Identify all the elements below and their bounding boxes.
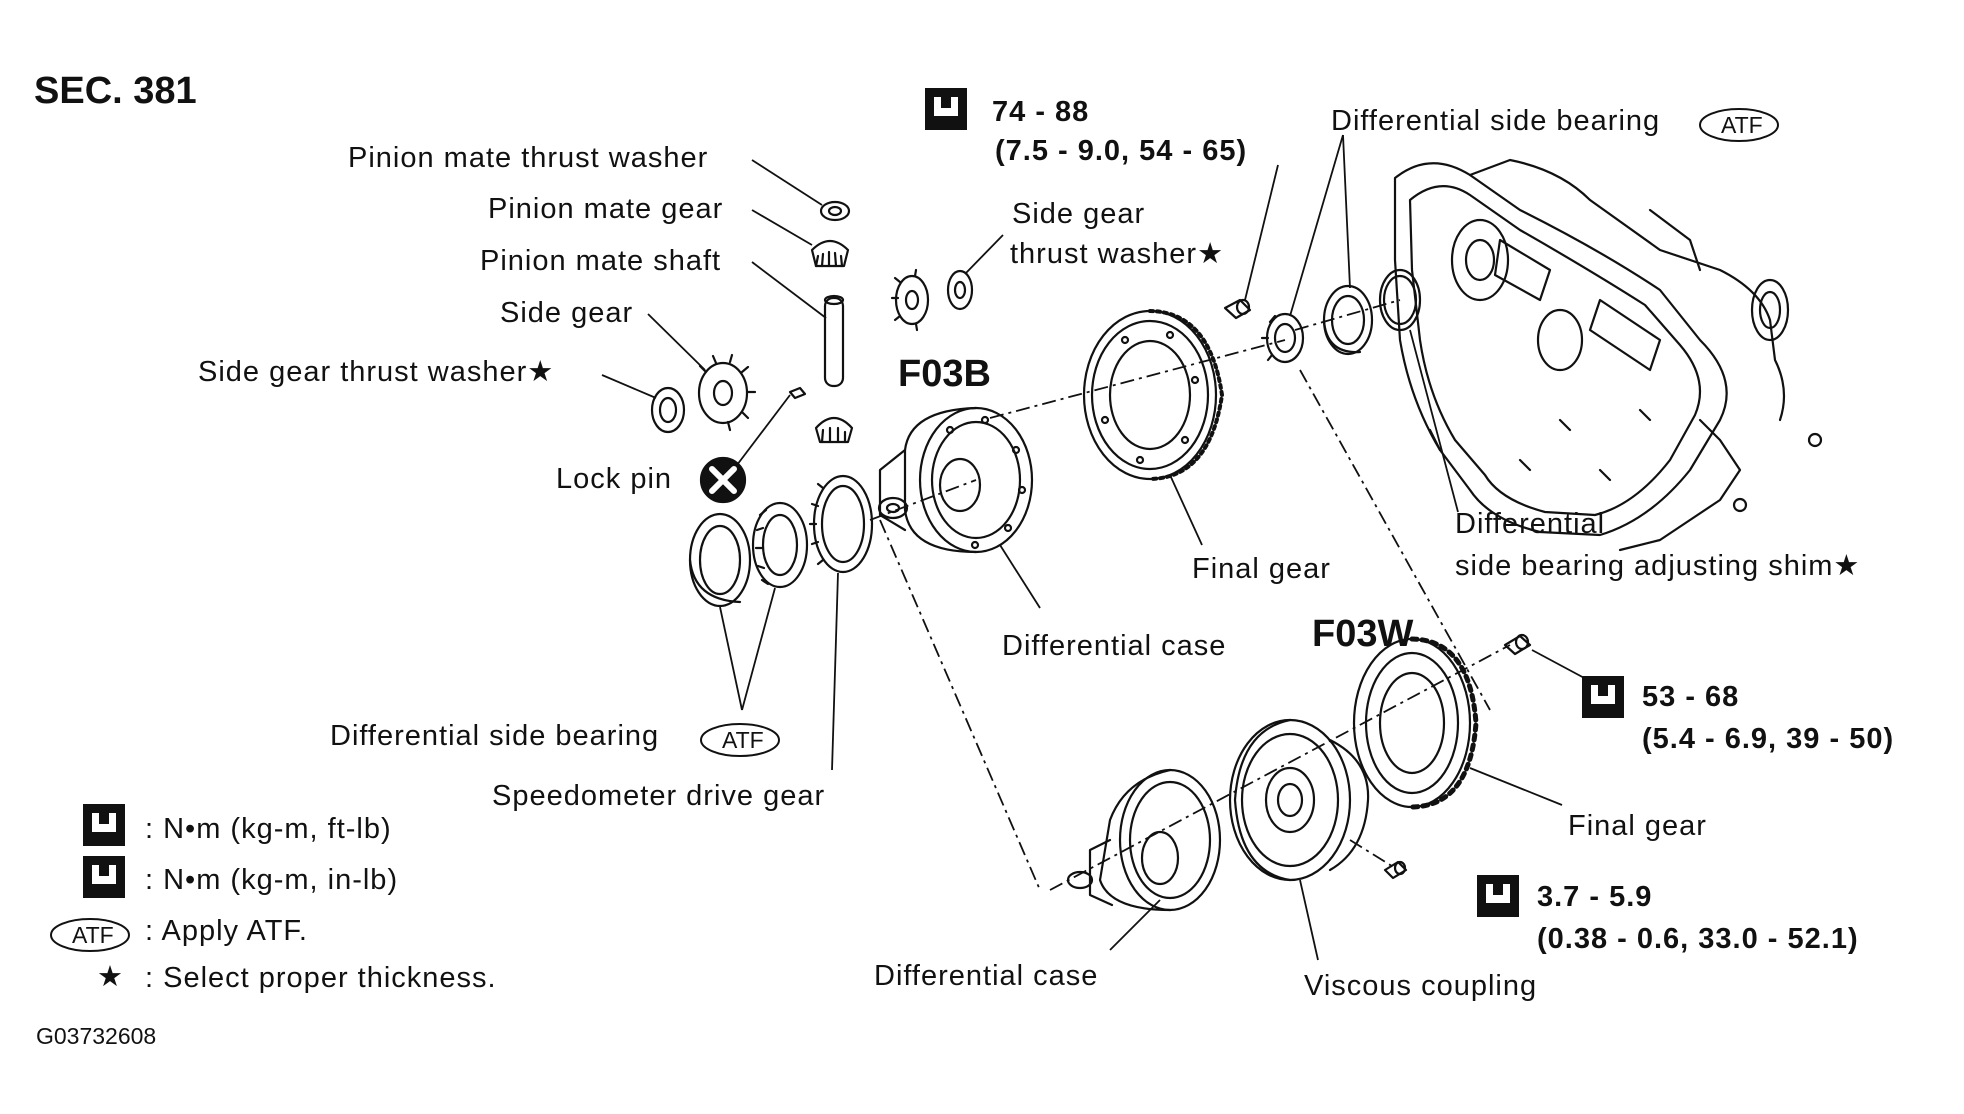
leader-diff-side-bearing-top-b	[1342, 134, 1351, 289]
label-pinion-mate-gear: Pinion mate gear	[488, 193, 724, 225]
viscous-coupling-part	[1228, 718, 1370, 882]
transaxle-housing-part	[1393, 158, 1823, 552]
label-final-gear-f03b: Final gear	[1192, 553, 1331, 585]
torque-wrench-icon-top	[925, 88, 967, 130]
label-side-gear-thrust-washer-top-2: thrust washer★	[1010, 238, 1225, 270]
side-gear-thrust-washer-part-top	[946, 269, 974, 311]
pinion-mate-gear-part	[810, 239, 850, 268]
model-f03b: F03B	[898, 353, 991, 395]
final-gear-f03w-part	[1352, 636, 1479, 810]
torque-wrench-icon-right	[1582, 676, 1624, 718]
atf-badge-left: ATF	[722, 727, 764, 753]
leader-adjusting-shim	[1409, 329, 1459, 513]
atf-badge-legend-shape	[50, 918, 130, 952]
differential-side-bearing-race-left	[688, 512, 752, 608]
link-line-f03b-to-f03w-right	[1299, 369, 1491, 711]
differential-case-f03w-part	[1066, 768, 1222, 912]
legend-atf-text: : Apply ATF.	[145, 915, 308, 947]
axis-line-f03w	[1049, 644, 1511, 891]
label-pinion-mate-thrust-washer: Pinion mate thrust washer	[348, 142, 709, 174]
atf-badge-top: ATF	[1721, 112, 1763, 138]
label-pinion-mate-shaft: Pinion mate shaft	[480, 245, 722, 277]
leader-speedometer-drive-gear	[831, 572, 839, 771]
torque-right-line2: (5.4 - 6.9, 39 - 50)	[1642, 723, 1895, 755]
legend-star-icon: ★	[97, 961, 124, 993]
atf-badge-left-shape	[700, 723, 780, 757]
leader-pinion-mate-gear	[751, 209, 813, 246]
atf-badge-top-shape	[1699, 108, 1779, 142]
atf-badge-legend: ATF	[72, 922, 114, 948]
leader-differential-case-f03b	[999, 544, 1041, 609]
leader-side-gear-thrust-washer-top	[964, 234, 1004, 275]
side-gear-part-left	[697, 353, 757, 432]
label-lock-pin: Lock pin	[556, 463, 673, 495]
label-diff-side-bearing-left: Differential side bearing	[330, 720, 660, 752]
leader-differential-case-f03w	[1109, 899, 1161, 951]
leader-pinion-mate-shaft	[751, 261, 827, 319]
torque-wrench-inlb-icon-bottom	[1477, 875, 1519, 917]
axis-line-f03b-right	[1294, 299, 1401, 331]
torque-bottom-line1: 3.7 - 5.9	[1537, 881, 1653, 913]
label-differential-case-f03b: Differential case	[1002, 630, 1227, 662]
final-gear-bolt-f03b	[1223, 298, 1252, 320]
axis-line-f03b-lower	[869, 479, 977, 521]
legend-torque-inlb-icon	[83, 856, 125, 898]
leader-pinion-mate-thrust-washer	[751, 159, 823, 206]
legend-inlb-text: : N•m (kg-m, in-lb)	[145, 864, 399, 896]
label-viscous-coupling: Viscous coupling	[1304, 970, 1538, 1002]
f03w-bolt-lower	[1383, 860, 1408, 880]
section-number: SEC. 381	[34, 70, 197, 112]
label-side-gear: Side gear	[500, 297, 634, 329]
torque-top-line2: (7.5 - 9.0, 54 - 65)	[995, 135, 1248, 167]
torque-bottom-line2: (0.38 - 0.6, 33.0 - 52.1)	[1537, 923, 1859, 955]
label-adjusting-shim-2: side bearing adjusting shim★	[1455, 550, 1861, 582]
label-speedometer-drive-gear: Speedometer drive gear	[492, 780, 826, 812]
leader-torque-right	[1531, 649, 1589, 681]
differential-case-f03b-part	[877, 406, 1034, 554]
torque-top-line1: 74 - 88	[992, 96, 1090, 128]
label-final-gear-f03w: Final gear	[1568, 810, 1707, 842]
differential-side-bearing-roller-left	[751, 501, 809, 589]
leader-diff-side-bearing-left-a	[719, 606, 743, 711]
leader-viscous-coupling	[1299, 879, 1319, 961]
leader-diff-side-bearing-left-b	[741, 587, 776, 711]
model-f03w: F03W	[1312, 613, 1414, 655]
side-gear-thrust-washer-part-left	[650, 386, 686, 434]
pinion-mate-shaft-part	[823, 294, 845, 388]
final-gear-f03b-part	[1082, 309, 1224, 481]
label-adjusting-shim-1: Differential	[1455, 508, 1606, 540]
f03w-bolt-line	[1349, 839, 1396, 869]
label-differential-case-f03w: Differential case	[874, 960, 1099, 992]
label-diff-side-bearing-top: Differential side bearing	[1331, 105, 1661, 137]
side-gear-part-top	[890, 268, 930, 332]
leader-diff-side-bearing-top-a	[1289, 134, 1344, 317]
label-side-gear-thrust-washer-left: Side gear thrust washer★	[198, 356, 555, 388]
leader-final-gear-f03b	[1169, 474, 1203, 546]
pinion-mate-thrust-washer-part	[819, 200, 851, 222]
link-line-f03b-to-f03w	[879, 519, 1041, 891]
figure-id: G03732608	[36, 1023, 157, 1049]
lock-pin-part	[788, 386, 807, 400]
label-side-gear-thrust-washer-top-1: Side gear	[1012, 198, 1146, 230]
leader-side-gear	[647, 313, 706, 371]
f03w-bolt-right	[1503, 633, 1532, 656]
torque-right-line1: 53 - 68	[1642, 681, 1740, 713]
leader-side-gear-thrust-washer	[601, 374, 657, 399]
legend-star-text: : Select proper thickness.	[145, 962, 497, 994]
differential-side-bearing-roller-right	[1260, 312, 1305, 364]
lock-pin-no-reuse-icon	[699, 456, 747, 504]
legend-ftlb-text: : N•m (kg-m, ft-lb)	[145, 813, 392, 845]
leader-lock-pin	[736, 394, 791, 466]
axis-line-f03b	[989, 339, 1286, 419]
legend-torque-ftlb-icon	[83, 804, 125, 846]
leader-torque-top	[1244, 164, 1279, 301]
pinion-mate-gear-part-lower	[814, 416, 854, 444]
leader-final-gear-f03w	[1469, 767, 1563, 806]
speedometer-drive-gear-part	[808, 474, 874, 574]
